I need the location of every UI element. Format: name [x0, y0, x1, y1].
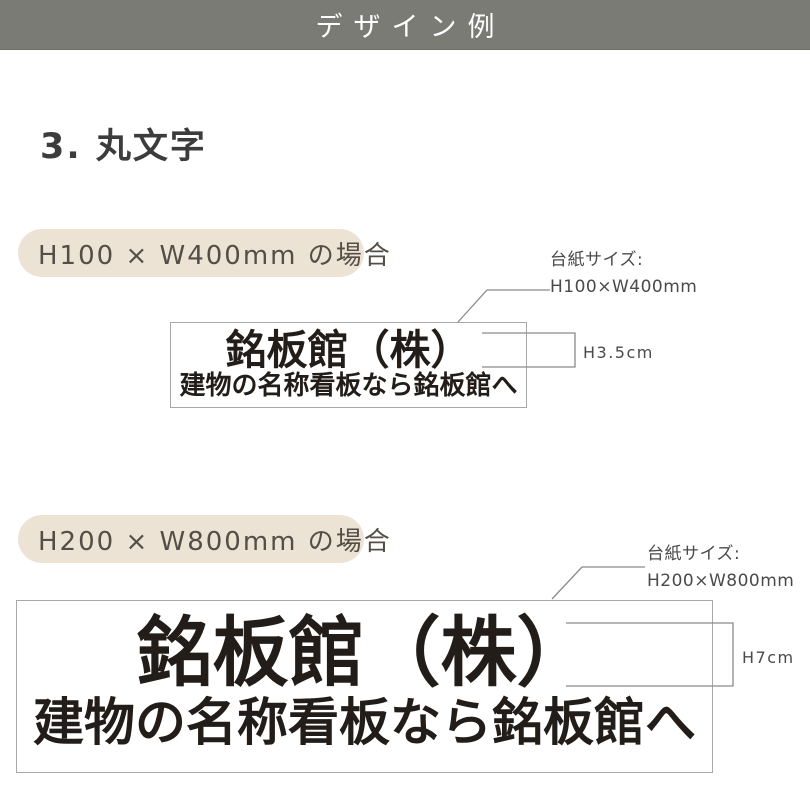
board-size-label: 台紙サイズ:: [550, 250, 644, 270]
section-heading: 3. 丸文字: [40, 127, 207, 167]
sign-title-text: 銘板館（株）: [225, 326, 472, 374]
sign-subtitle-text: 建物の名称看板なら銘板館へ: [179, 371, 518, 401]
case-label-text: H200 × W800mm の場合: [38, 526, 392, 557]
board-size-label: 台紙サイズ:: [647, 544, 741, 564]
board-size-annotation-2: 台紙サイズ: H200×W800mm: [647, 541, 794, 595]
board-size-leader-line-1: [457, 289, 550, 323]
text-height-label-2: H7cm: [742, 648, 795, 667]
board-size-leader-line-2: [551, 566, 645, 600]
page-header: デザイン例: [0, 0, 810, 50]
text-height-label-1: H3.5cm: [583, 343, 654, 362]
case-label-text: H100 × W400mm の場合: [38, 240, 392, 271]
page-title: デザイン例: [315, 12, 506, 43]
case-label-pill-h200w800: H200 × W800mm の場合: [18, 515, 390, 563]
board-size-value: H200×W800mm: [647, 571, 795, 591]
sign-title-text: 銘板館（株）: [136, 608, 593, 697]
board-size-value: H100×W400mm: [550, 277, 698, 297]
sign-preview-h200w800: 銘板館（株） 建物の名称看板なら銘板館へ: [16, 600, 713, 773]
sign-preview-h100w400: 銘板館（株） 建物の名称看板なら銘板館へ: [170, 322, 527, 408]
board-size-annotation-1: 台紙サイズ: H100×W400mm: [550, 247, 697, 301]
sign-subtitle-text: 建物の名称看板なら銘板館へ: [32, 694, 696, 753]
case-label-pill-h100w400: H100 × W400mm の場合: [18, 229, 390, 277]
